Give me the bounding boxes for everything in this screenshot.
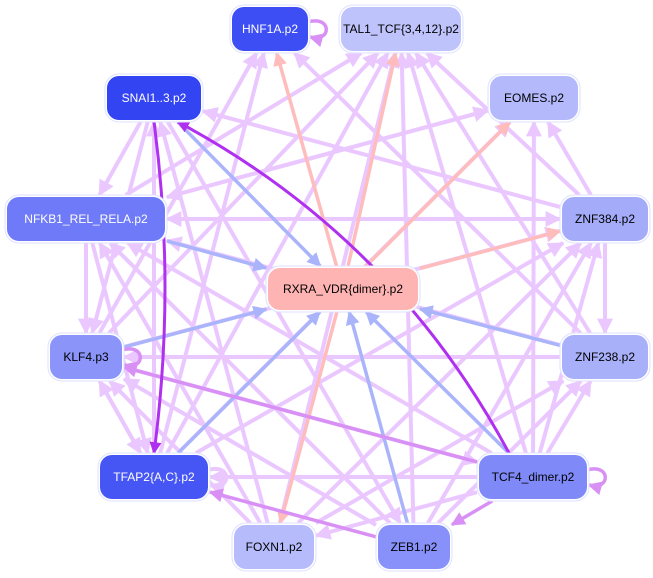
edge-rxra-to-eomes: [364, 120, 512, 268]
node-nfkb1[interactable]: NFKB1_REL_RELA.p2: [4, 194, 168, 244]
edge-tfap2-to-tal1: [165, 51, 390, 454]
node-label: ZNF384.p2: [575, 212, 635, 226]
edge-nfkb1-to-rxra: [166, 239, 268, 272]
edge-tcf4-to-klf4: [122, 363, 478, 464]
edge-tcf4-to-tcf4: [586, 467, 607, 496]
edge-klf4-to-rxra: [123, 305, 268, 349]
node-box: [50, 335, 122, 379]
node-label: TFAP2{A,C}.p2: [113, 470, 195, 484]
edge-hnf1a-to-hnf1a: [307, 19, 328, 48]
node-znf384[interactable]: ZNF384.p2: [559, 194, 651, 244]
edges-layer: [78, 19, 613, 540]
edge-klf4-to-hnf1a: [97, 51, 259, 334]
node-label: EOMES.p2: [504, 91, 564, 105]
node-label: ZNF238.p2: [575, 350, 635, 364]
node-label: RXRA_VDR{dimer}.p2: [283, 282, 403, 296]
node-box: [100, 455, 208, 499]
node-foxn1[interactable]: FOXN1.p2: [231, 522, 317, 572]
node-label: SNAI1..3.p2: [122, 91, 187, 105]
edge-snai1-to-nfkb1: [97, 121, 143, 197]
edge-snai1-to-zeb1: [166, 120, 402, 525]
node-label: HNF1A.p2: [242, 22, 298, 36]
node-label: TCF4_dimer.p2: [492, 470, 575, 484]
node-eomes[interactable]: EOMES.p2: [487, 73, 581, 123]
node-tfap2[interactable]: TFAP2{A,C}.p2: [97, 452, 211, 502]
node-zeb1[interactable]: ZEB1.p2: [375, 522, 453, 572]
edge-tcf4-to-zeb1: [450, 499, 494, 527]
edge-znf384-to-snai1: [201, 107, 561, 209]
node-box: [107, 76, 201, 120]
edge-rxra-to-tal1: [346, 51, 400, 267]
node-label: TAL1_TCF{3,4,12}.p2: [343, 22, 459, 36]
node-label: KLF4.p3: [63, 350, 109, 364]
node-label: FOXN1.p2: [246, 540, 303, 554]
edge-tcf4-to-rxra: [365, 310, 510, 455]
node-tal1[interactable]: TAL1_TCF{3,4,12}.p2: [338, 4, 464, 54]
edge-znf238-to-rxra: [418, 305, 561, 348]
edge-tfap2-to-klf4: [97, 379, 143, 454]
node-box: [479, 455, 587, 499]
node-klf4[interactable]: KLF4.p3: [47, 332, 125, 382]
edge-zeb1-to-klf4: [122, 377, 378, 527]
edge-tcf4-to-snai1: [176, 120, 511, 454]
edge-nfkb1-to-tal1: [124, 51, 363, 197]
node-box: [232, 7, 308, 51]
node-box: [234, 525, 314, 569]
node-label: ZEB1.p2: [391, 540, 438, 554]
edge-nfkb1-to-eomes: [166, 106, 490, 200]
node-hnf1a[interactable]: HNF1A.p2: [229, 4, 311, 54]
edge-zeb1-to-tfap2: [208, 488, 377, 539]
edge-rxra-to-znf384: [419, 227, 562, 271]
edge-tfap2-to-rxra: [176, 310, 322, 455]
node-box: [341, 7, 461, 51]
node-box: [268, 268, 418, 310]
node-label: NFKB1_REL_RELA.p2: [24, 212, 148, 226]
edge-snai1-to-tfap2: [149, 121, 167, 455]
node-box: [490, 76, 578, 120]
node-tcf4[interactable]: TCF4_dimer.p2: [476, 452, 590, 502]
edge-tcf4-to-znf238: [545, 379, 593, 455]
edge-tcf4-to-nfkb1: [126, 241, 493, 455]
edge-klf4-to-tal1: [107, 51, 380, 335]
node-box: [7, 197, 165, 241]
node-rxra[interactable]: RXRA_VDR{dimer}.p2: [265, 265, 421, 313]
node-box: [378, 525, 450, 569]
node-box: [562, 197, 648, 241]
edge-tcf4-to-tal1: [404, 51, 528, 454]
node-snai1[interactable]: SNAI1..3.p2: [104, 73, 204, 123]
edge-rxra-to-hnf1a: [273, 51, 339, 267]
edge-snai1-to-rxra: [176, 120, 322, 268]
node-znf238[interactable]: ZNF238.p2: [559, 332, 651, 382]
node-box: [562, 335, 648, 379]
edge-tfap2-to-znf384: [194, 241, 565, 455]
edge-znf384-to-eomes: [546, 120, 593, 197]
edge-zeb1-to-rxra: [345, 310, 410, 524]
